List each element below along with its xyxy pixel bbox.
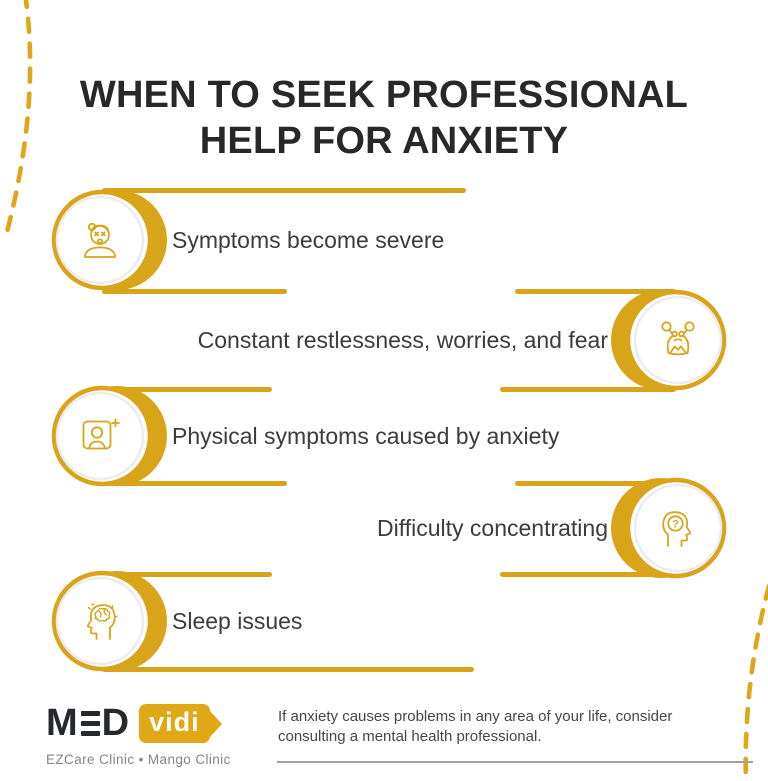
telehealth-screen-icon [82, 418, 120, 450]
logo-vidi-tag: vidi [139, 704, 222, 743]
connector-line [102, 386, 272, 392]
connector-line [515, 480, 676, 486]
item-label-1: Symptoms become severe [172, 227, 445, 253]
item-label-3: Physical symptoms caused by anxiety [172, 423, 560, 449]
head-brain-scribble-icon [87, 603, 118, 640]
connector-line [515, 288, 676, 294]
item-badge-1 [45, 182, 175, 298]
svg-text:?: ? [672, 518, 679, 530]
logo-letter-d: D [101, 702, 131, 744]
connector-line [500, 571, 676, 577]
item-label-4: Difficulty concentrating [377, 515, 608, 541]
connector-line [102, 571, 272, 577]
medvidi-logo: M D vidi EZCare Clinic • Mango Clinic [46, 702, 231, 767]
connector-line [500, 386, 676, 392]
footer-divider [277, 761, 753, 763]
dashed-curve-top-left-icon [4, 0, 33, 235]
logo-letter-e-bars [80, 710, 100, 737]
item-badge-2 [603, 282, 733, 398]
logo-letter-m: M [46, 702, 79, 744]
logo-vidi-text: vidi [149, 706, 200, 737]
footer-note: If anxiety causes problems in any area o… [278, 708, 673, 745]
item-label-5: Sleep issues [172, 608, 303, 634]
item-badge-4: ? [603, 470, 733, 586]
worry-thought-bubbles-icon [661, 321, 695, 356]
item-badge-5 [45, 563, 175, 679]
item-label-2: Constant restlessness, worries, and fear [197, 327, 608, 353]
dashed-curve-bottom-right-icon [743, 583, 768, 781]
connector-line [102, 666, 474, 672]
page-title: WHEN TO SEEK PROFESSIONAL HELP FOR ANXIE… [0, 72, 768, 164]
connector-line [102, 187, 466, 193]
page-title-line2: HELP FOR ANXIETY [199, 120, 569, 162]
item-badge-3 [45, 378, 175, 494]
head-question-mark-icon: ? [662, 511, 691, 547]
logo-med-wordmark: M D [46, 702, 130, 745]
connector-line [102, 480, 287, 486]
connector-line [102, 288, 287, 294]
logo-tagline: EZCare Clinic • Mango Clinic [46, 752, 231, 767]
distressed-face-icon [84, 222, 116, 258]
page-title-line1: WHEN TO SEEK PROFESSIONAL [79, 74, 689, 116]
